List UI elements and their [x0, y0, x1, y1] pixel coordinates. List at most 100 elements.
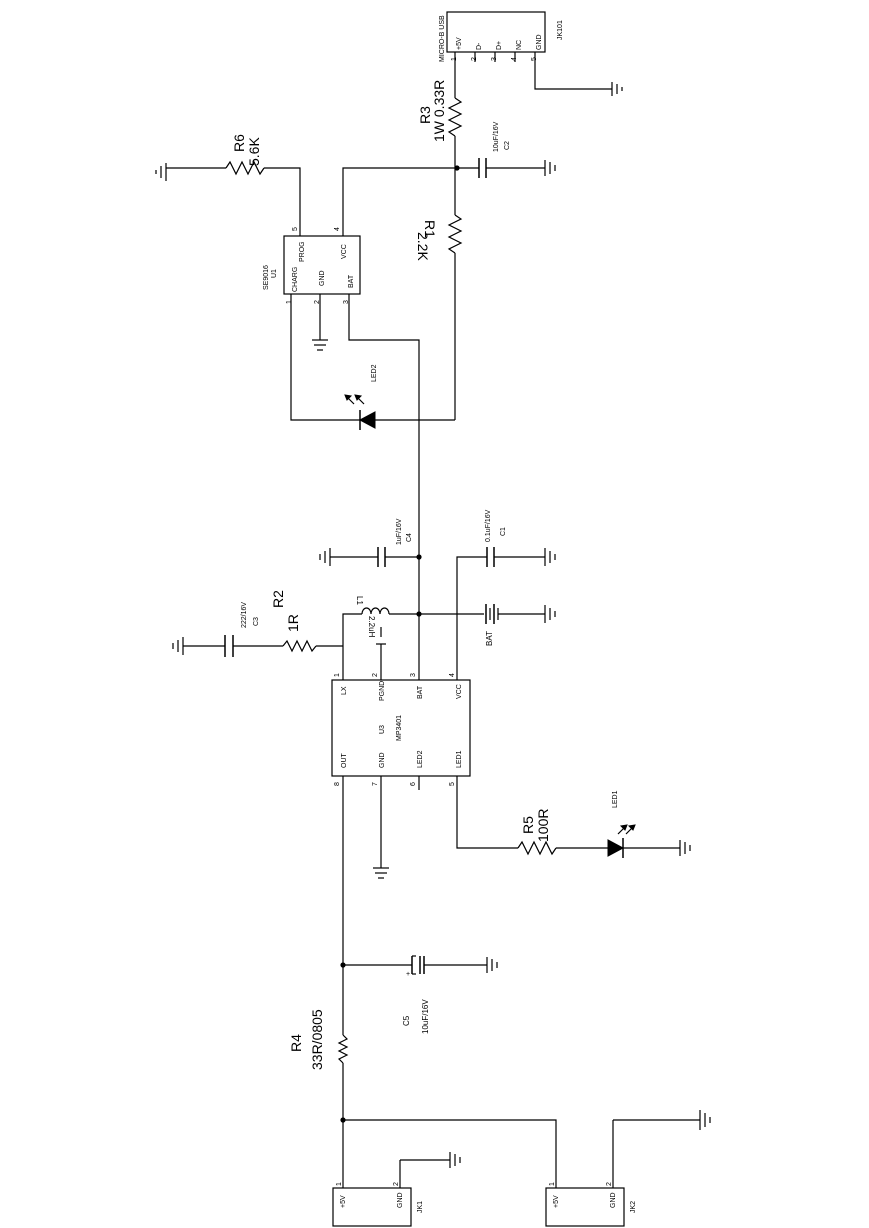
- resistor-r4: [337, 1034, 349, 1064]
- c4-value: 1uF/16V: [396, 518, 403, 545]
- u3-pin6-num: 6: [410, 782, 417, 786]
- jk2-pin1-name: +5V: [553, 1195, 560, 1208]
- jk101-pin4-name: NC: [516, 40, 523, 50]
- c5-ref: C5: [402, 1015, 411, 1026]
- u3-part: MP3401: [396, 715, 403, 741]
- ground-symbol-jk2: [699, 1110, 711, 1130]
- ground-symbol-c5: [486, 957, 498, 973]
- u3-ref: U3: [379, 725, 386, 734]
- resistor-r6: [225, 160, 265, 176]
- u1-pin4-num: 4: [334, 227, 341, 231]
- ground-symbol-c2: [544, 160, 556, 176]
- ic-u1-se9016: CHARG GND BAT VCC PROG 1 2 3 4 5 SE9016 …: [263, 227, 361, 304]
- jk2-pin1-num: 1: [549, 1182, 556, 1186]
- u1-part: SE9016: [263, 265, 270, 290]
- jk101-pin2-name: D-: [476, 42, 483, 50]
- c1-ref: C1: [500, 527, 507, 536]
- u3-pin2-name: PGND: [379, 681, 386, 701]
- u3-pin4-name: VCC: [456, 684, 463, 699]
- jk2-pin2-name: GND: [610, 1192, 617, 1208]
- jk1-pin1-num: 1: [336, 1182, 343, 1186]
- r1-value: 2.2K: [415, 232, 431, 261]
- ground-symbol-bat: [544, 605, 556, 623]
- r5-ref: R5: [520, 816, 536, 834]
- jk1-pin1-name: +5V: [340, 1195, 347, 1208]
- u3-pin5-num: 5: [449, 782, 456, 786]
- r4-value: 33R/0805: [309, 1009, 325, 1070]
- jk101-pin5-name: GND: [536, 34, 543, 50]
- u1-pin2-name: GND: [319, 270, 326, 286]
- capacitor-c4: [377, 547, 386, 567]
- r1-ref: R1: [422, 220, 438, 238]
- pgnd-capacitor-mark: [376, 627, 386, 645]
- l1-ref: L1: [355, 596, 364, 605]
- u3-pin3-name: BAT: [417, 685, 424, 699]
- u1-pin2-num: 2: [314, 300, 321, 304]
- connector-jk2: +5V GND 1 2 JK2: [545, 1120, 637, 1227]
- u3-pin5-name: LED1: [456, 750, 463, 768]
- capacitor-c5: +: [406, 955, 425, 978]
- u3-pin2-num: 2: [372, 673, 379, 677]
- u3-pin1-num: 1: [334, 673, 341, 677]
- u1-pin5-name: PROG: [299, 241, 306, 262]
- jk2-pin2-num: 2: [606, 1182, 613, 1186]
- r5-value: 100R: [535, 809, 551, 842]
- jk101-pin3-name: D+: [496, 41, 503, 50]
- jk2-ref: JK2: [630, 1201, 637, 1213]
- ground-symbol-jk101: [611, 82, 623, 96]
- ground-symbol-u1: [312, 339, 328, 351]
- u1-pin5-num: 5: [292, 227, 299, 231]
- u3-pin7-name: GND: [379, 752, 386, 768]
- u1-ref: U1: [271, 269, 278, 278]
- u1-pin1-name: CHARG: [292, 267, 299, 292]
- r3-ref: R3: [417, 106, 433, 124]
- led-led1: [607, 824, 636, 858]
- u3-pin8-num: 8: [334, 782, 341, 786]
- c5-value: 10uF/16V: [421, 999, 430, 1034]
- connector-jk1: +5V GND 1 2 JK1: [332, 1160, 424, 1227]
- u3-pin1-name: LX: [341, 686, 348, 695]
- r3-value: 1W 0.33R: [431, 80, 447, 142]
- c2-value: 10uF/16V: [493, 121, 500, 152]
- u3-pin3-num: 3: [410, 673, 417, 677]
- jk101-pin1-num: 1: [451, 57, 458, 61]
- u1-pin3-name: BAT: [348, 274, 355, 288]
- capacitor-c2: [478, 158, 487, 178]
- ground-symbol-led1: [679, 840, 691, 856]
- ground-symbol-c4: [319, 548, 331, 566]
- resistor-r5: [517, 840, 557, 856]
- u1-pin3-num: 3: [343, 300, 350, 304]
- resistor-r3: [447, 97, 463, 137]
- capacitor-c3: [224, 635, 234, 657]
- jk1-pin2-num: 2: [393, 1182, 400, 1186]
- u1-pin1-num: 1: [286, 300, 293, 304]
- r6-ref: R6: [231, 134, 247, 152]
- jk101-pin2-num: 2: [471, 57, 478, 61]
- capacitor-c1: [486, 547, 495, 567]
- resistor-r2: [282, 639, 317, 653]
- jk1-ref: JK1: [417, 1201, 424, 1213]
- u3-pin8-name: OUT: [341, 753, 348, 769]
- u1-pin4-name: VCC: [341, 244, 348, 259]
- jk101-ref: JK101: [557, 20, 564, 40]
- r2-value: 1R: [285, 614, 301, 632]
- usb-connector-jk101: +5V D- D+ NC GND 1 2 3 4 5 MICRO-B USB J…: [439, 11, 564, 62]
- r4-ref: R4: [288, 1034, 304, 1052]
- c4-ref: C4: [406, 533, 413, 542]
- jk101-pin4-num: 4: [511, 57, 518, 61]
- ground-symbol-r6: [155, 163, 167, 181]
- ic-u3-mp3401: LX PGND BAT VCC LED1 LED2 GND OUT U3 MP3…: [331, 673, 471, 786]
- resistor-r1: [447, 214, 463, 254]
- c1-value: 0.1uF/16V: [485, 509, 492, 542]
- l1-value: 2.2uH: [367, 616, 376, 638]
- jk101-pin1-name: +5V: [456, 37, 463, 50]
- r6-value: 5.6K: [246, 137, 262, 166]
- bat-ref: BAT: [485, 631, 494, 646]
- u3-pin4-num: 4: [449, 673, 456, 677]
- led-led2: [344, 394, 376, 430]
- jk101-type: MICRO-B USB: [439, 15, 446, 62]
- c2-ref: C2: [504, 141, 511, 150]
- ground-symbol-c3: [172, 637, 184, 655]
- jk101-pin3-num: 3: [491, 57, 498, 61]
